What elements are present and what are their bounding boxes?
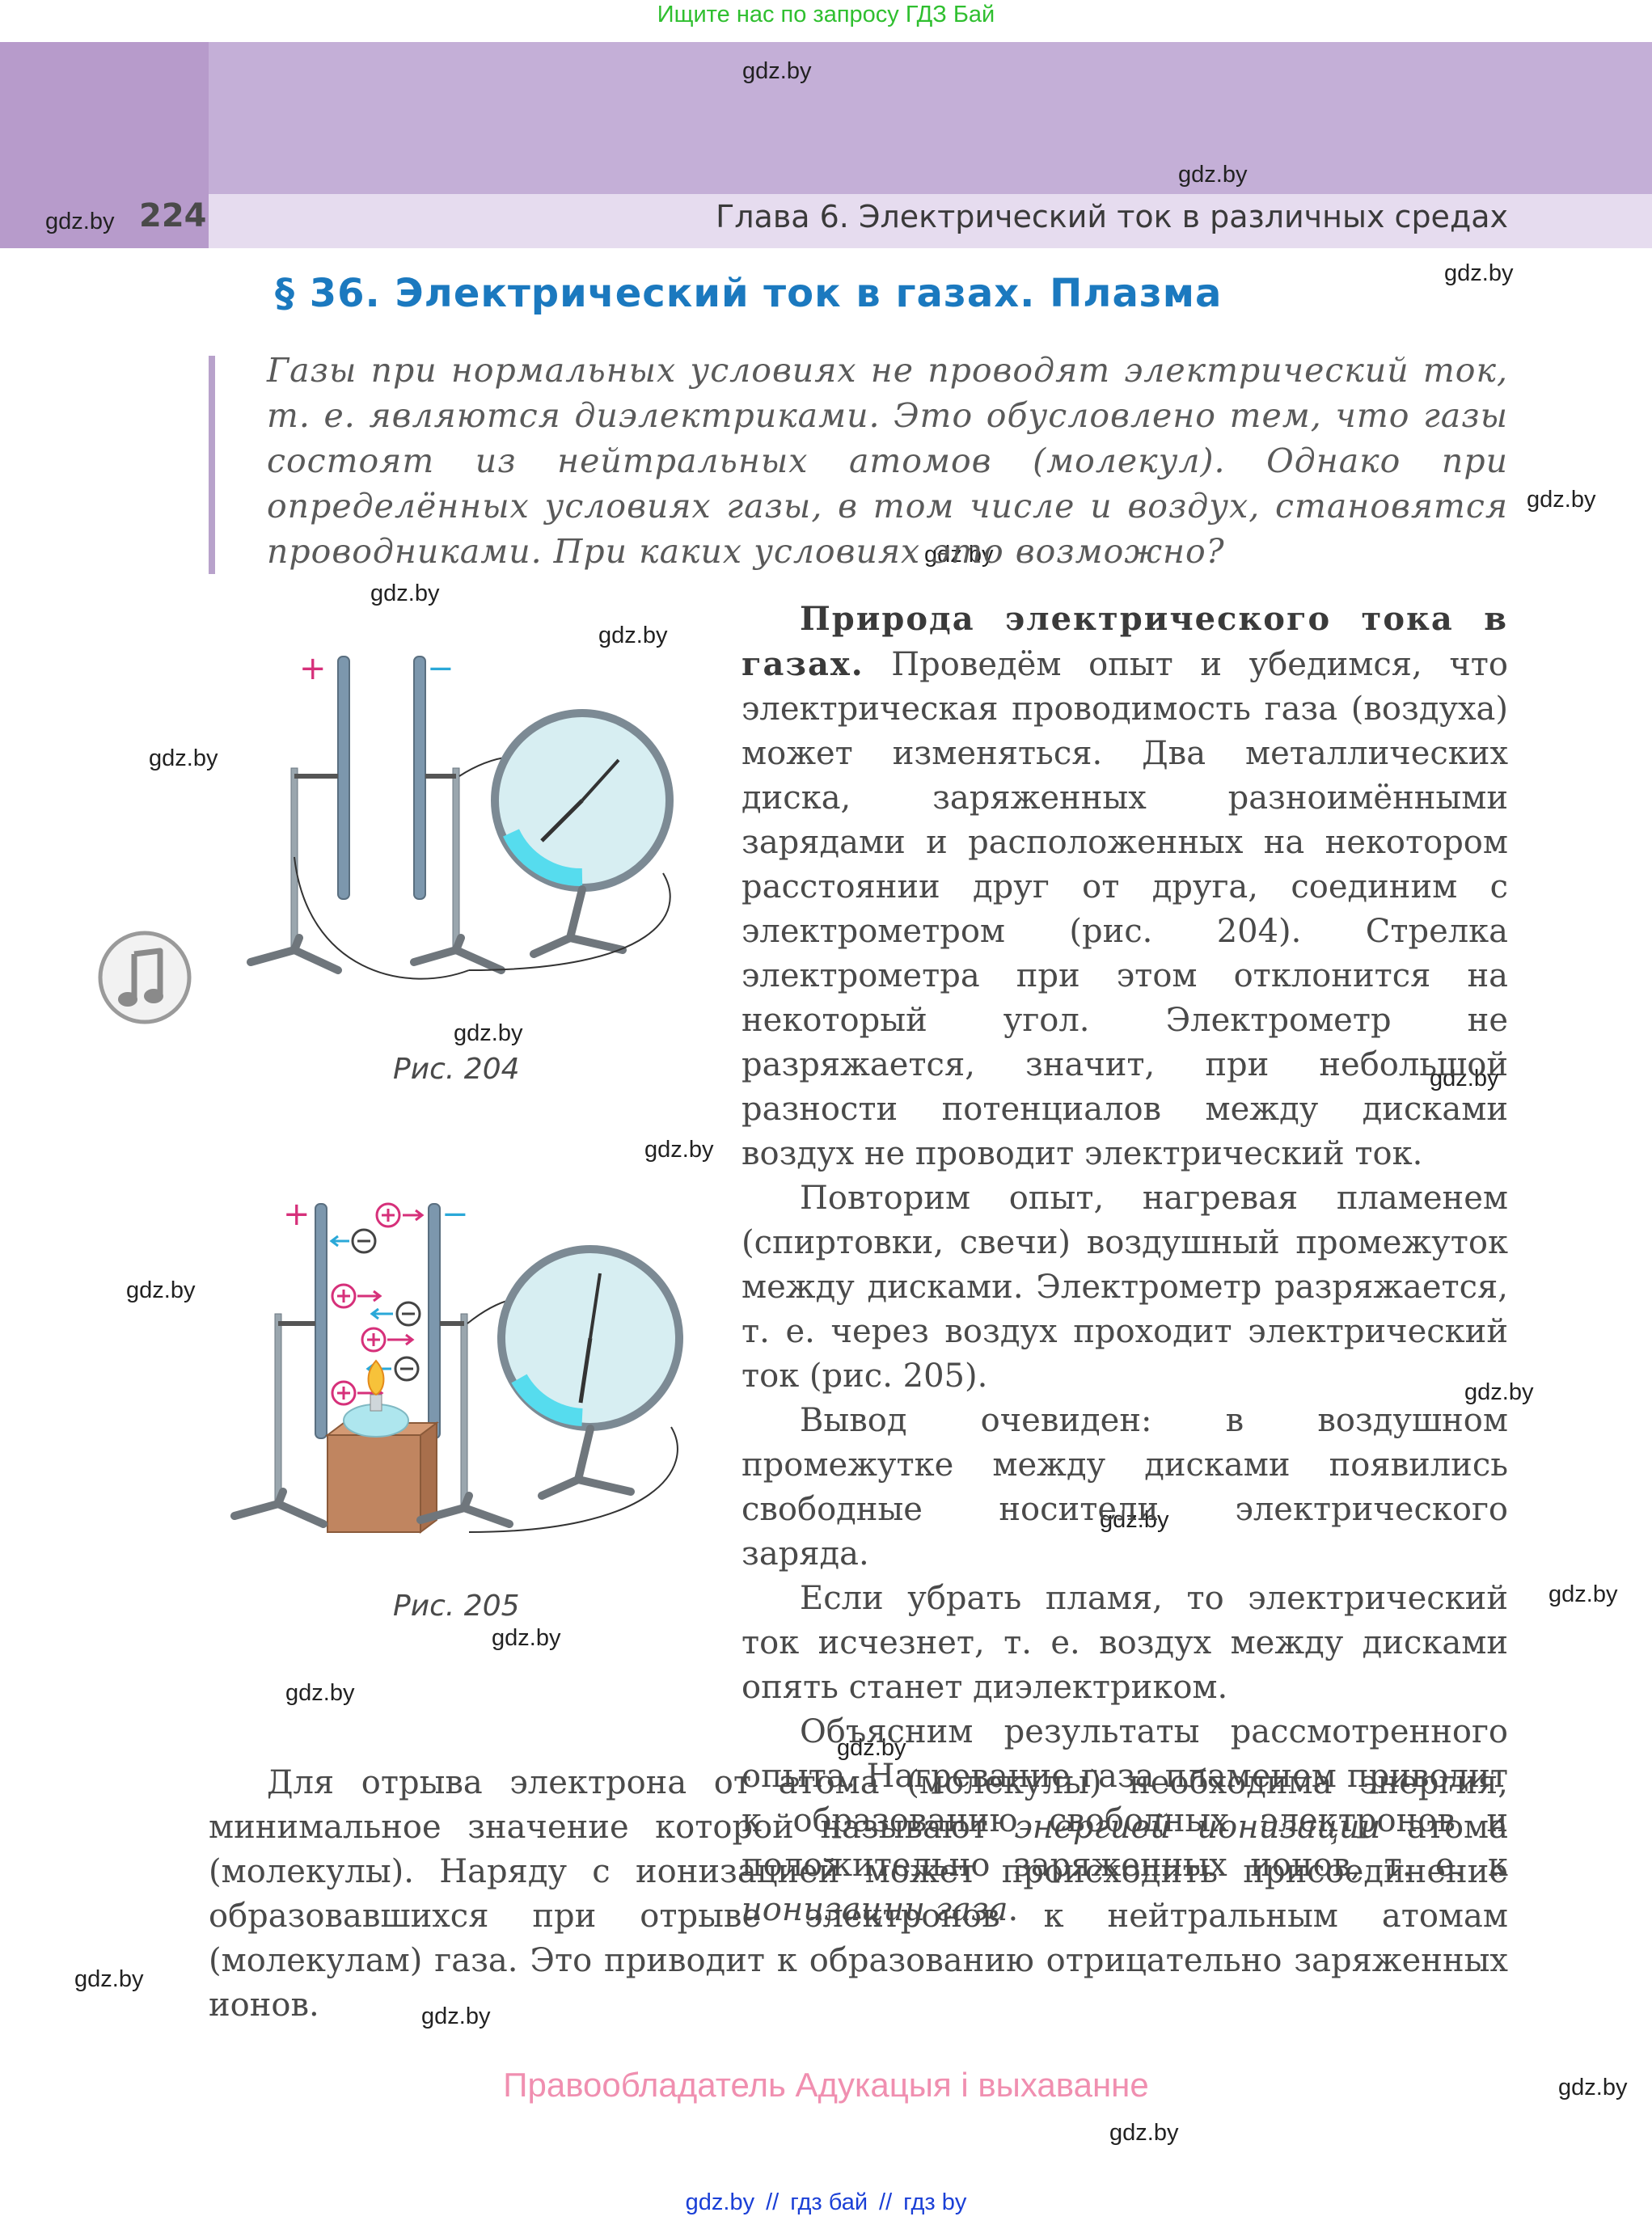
figure-205-illustration: + − (230, 1196, 683, 1534)
watermark: gdz.by (1100, 1507, 1169, 1533)
body-full-text: Для отрыва электрона от атома (молекулы)… (209, 1761, 1508, 2028)
watermark: gdz.by (454, 1020, 523, 1046)
watermark: gdz.by (74, 1966, 144, 1992)
paragraph-lead-title: Природа электрического тока в газах. (741, 600, 1508, 683)
chapter-title: Глава 6. Электрический ток в различных с… (716, 199, 1508, 234)
positive-disk (315, 1203, 327, 1439)
intro-text: Газы при нормальных условиях не проводят… (267, 351, 1508, 571)
minus-sign: − (442, 1196, 469, 1233)
footer-separator: // (766, 2189, 780, 2215)
footer-link-gdz-by[interactable]: gdz.by (685, 2189, 755, 2215)
footer-links: gdz.by // гдз бай // гдз by (0, 2189, 1652, 2216)
header-strip (209, 194, 1652, 248)
body-column-text: Природа электрического тока в газах. Про… (741, 597, 1508, 1932)
paragraph-6: Для отрыва электрона от атома (молекулы)… (209, 1764, 1508, 2024)
paragraph-3: Вывод очевиден: в воздушном промежутке м… (741, 1402, 1508, 1573)
section-title: § 36. Электрический ток в газах. Плазма (275, 271, 1223, 316)
watermark: gdz.by (421, 2003, 491, 2029)
watermark: gdz.by (126, 1277, 196, 1303)
plus-sign: + (283, 1196, 311, 1233)
figure-204-illustration: + − (247, 650, 674, 980)
page-number: 224 (139, 197, 207, 234)
watermark: gdz.by (644, 1137, 714, 1163)
top-search-link[interactable]: Ищите нас по запросу ГДЗ Бай (657, 2, 995, 27)
header-band (209, 42, 1652, 194)
watermark: gdz.by (45, 209, 115, 234)
header-band-left (0, 42, 209, 248)
watermark: gdz.by (285, 1680, 355, 1706)
watermark: gdz.by (1548, 1581, 1618, 1607)
watermark: gdz.by (924, 542, 994, 568)
negative-disk (413, 656, 426, 900)
watermark: gdz.by (1464, 1379, 1534, 1405)
footer-link-gdz-bai[interactable]: гдз бай (790, 2189, 868, 2215)
figure-204-caption: Рис. 204 (393, 1053, 520, 1086)
watermark: gdz.by (598, 623, 668, 648)
audio-icon[interactable] (97, 930, 192, 1025)
watermark: gdz.by (1527, 487, 1596, 513)
minus-sign: − (427, 650, 454, 687)
footer-separator: // (879, 2189, 893, 2215)
paragraph-4: Если убрать пламя, то электрический ток … (741, 1580, 1508, 1706)
plus-sign: + (299, 650, 327, 687)
intro-accent-bar (209, 356, 215, 574)
watermark: gdz.by (1178, 162, 1248, 188)
copyright-notice: Правообладатель Адукацыя і выхаванне (503, 2066, 1149, 2104)
watermark: gdz.by (1444, 260, 1514, 286)
paragraph-1: Природа электрического тока в газах. Про… (741, 600, 1508, 1172)
watermark: gdz.by (1430, 1066, 1499, 1091)
flame (367, 1359, 385, 1396)
positive-disk (337, 656, 350, 900)
watermark: gdz.by (1558, 2075, 1628, 2100)
watermark: gdz.by (837, 1735, 906, 1761)
watermark: gdz.by (1109, 2120, 1179, 2146)
figure-205-caption: Рис. 205 (393, 1590, 520, 1623)
term-ionization-energy: энергией ионизации (1014, 1809, 1381, 1846)
paragraph-2: Повторим опыт, нагревая пламенем (спирто… (741, 1180, 1508, 1395)
wooden-block (327, 1434, 421, 1533)
paragraph-5: Объясним результаты рассмотренного опыта… (741, 1713, 1508, 1928)
negative-disk (428, 1203, 441, 1439)
watermark: gdz.by (742, 58, 812, 84)
term-ionization: ионизации газа (741, 1891, 1008, 1928)
footer-link-gdz-by-cyr[interactable]: гдз by (903, 2189, 967, 2215)
watermark: gdz.by (370, 581, 440, 606)
watermark: gdz.by (492, 1625, 561, 1651)
watermark: gdz.by (149, 745, 218, 771)
